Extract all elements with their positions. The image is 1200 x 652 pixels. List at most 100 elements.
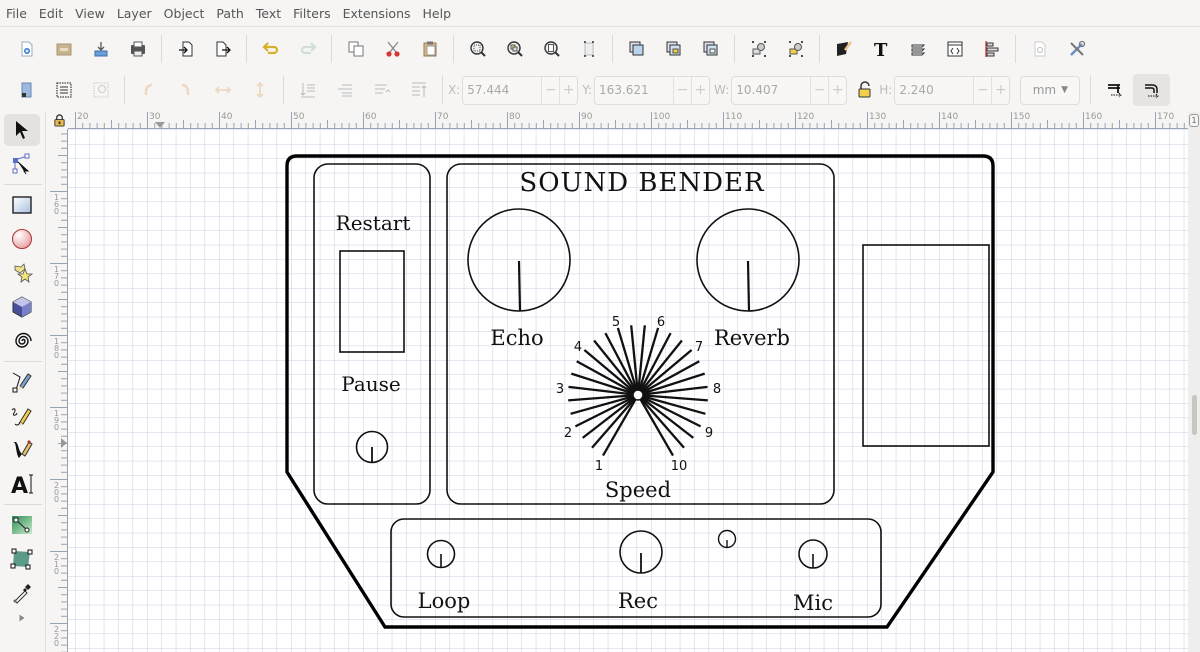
- bottom-control-panel[interactable]: [390, 518, 882, 618]
- node-tool[interactable]: [4, 148, 40, 180]
- guide-lock-button[interactable]: [50, 112, 68, 129]
- loop-knob[interactable]: [426, 539, 456, 569]
- scrollbar-thumb[interactable]: [1192, 395, 1197, 435]
- text-font-button[interactable]: T: [862, 33, 899, 65]
- fill-stroke-button[interactable]: [825, 33, 862, 65]
- device-title[interactable]: SOUND BENDER: [519, 168, 765, 198]
- speed-label[interactable]: Speed: [605, 478, 671, 502]
- paste-button[interactable]: [411, 33, 448, 65]
- scale-corners-toggle[interactable]: [1133, 74, 1171, 106]
- restart-button-shape[interactable]: [339, 250, 405, 353]
- cut-button[interactable]: [374, 33, 411, 65]
- pen-tool[interactable]: [4, 366, 40, 398]
- echo-label[interactable]: Echo: [490, 326, 543, 350]
- raise-to-top-button[interactable]: [400, 74, 437, 106]
- x-increment-button[interactable]: +: [559, 76, 577, 104]
- x-input[interactable]: [463, 83, 542, 97]
- lower-to-bottom-button[interactable]: [289, 74, 326, 106]
- page-indicator-button[interactable]: 1: [1189, 114, 1199, 127]
- y-input[interactable]: [595, 83, 674, 97]
- mic-label[interactable]: Mic: [793, 591, 833, 615]
- y-decrement-button[interactable]: −: [673, 76, 691, 104]
- align-distribute-button[interactable]: [973, 33, 1010, 65]
- display-window[interactable]: [862, 244, 990, 447]
- rectangle-tool[interactable]: [4, 189, 40, 221]
- redo-button[interactable]: [289, 33, 326, 65]
- 3d-box-tool[interactable]: [4, 291, 40, 323]
- new-document-button[interactable]: [8, 33, 45, 65]
- lock-proportions-button[interactable]: [851, 74, 879, 106]
- restart-label[interactable]: Restart: [336, 211, 411, 235]
- dropper-tool[interactable]: [4, 577, 40, 609]
- menu-edit[interactable]: Edit: [38, 5, 64, 21]
- pause-label[interactable]: Pause: [341, 372, 400, 396]
- device-outline[interactable]: [285, 154, 995, 629]
- calligraphy-tool[interactable]: [4, 434, 40, 466]
- zoom-drawing-button[interactable]: [496, 33, 533, 65]
- h-increment-button[interactable]: +: [991, 76, 1009, 104]
- unlink-clone-button[interactable]: [692, 33, 729, 65]
- restart-pause-panel[interactable]: [313, 163, 431, 505]
- undo-button[interactable]: [252, 33, 289, 65]
- selector-tool[interactable]: [4, 114, 40, 146]
- zoom-page-button[interactable]: [533, 33, 570, 65]
- w-input[interactable]: [732, 83, 811, 97]
- h-input[interactable]: [895, 83, 974, 97]
- x-decrement-button[interactable]: −: [541, 76, 559, 104]
- scale-stroke-toggle[interactable]: [1096, 74, 1133, 106]
- flip-horizontal-button[interactable]: [204, 74, 241, 106]
- menu-filters[interactable]: Filters: [293, 5, 331, 21]
- menu-layer[interactable]: Layer: [116, 5, 152, 21]
- rotate-cw-button[interactable]: [167, 74, 204, 106]
- open-button[interactable]: [45, 33, 82, 65]
- ungroup-button[interactable]: [777, 33, 814, 65]
- deselect-button[interactable]: [82, 74, 119, 106]
- menu-help[interactable]: Help: [422, 5, 452, 21]
- layers-button[interactable]: [899, 33, 936, 65]
- mesh-tool[interactable]: [4, 543, 40, 575]
- text-tool[interactable]: A: [4, 468, 40, 500]
- main-control-panel[interactable]: [446, 163, 835, 505]
- spiral-tool[interactable]: [4, 325, 40, 357]
- small-led-knob[interactable]: [717, 529, 737, 549]
- copy-button[interactable]: [337, 33, 374, 65]
- rec-label[interactable]: Rec: [618, 589, 658, 613]
- import-button[interactable]: [167, 33, 204, 65]
- duplicate-button[interactable]: [618, 33, 655, 65]
- export-button[interactable]: [204, 33, 241, 65]
- unit-dropdown[interactable]: mm▼: [1020, 75, 1081, 105]
- more-tools-expander[interactable]: [4, 611, 40, 625]
- rotate-ccw-button[interactable]: [130, 74, 167, 106]
- zoom-width-button[interactable]: [570, 33, 607, 65]
- w-decrement-button[interactable]: −: [810, 76, 828, 104]
- clone-button[interactable]: [655, 33, 692, 65]
- loop-label[interactable]: Loop: [418, 589, 471, 613]
- print-button[interactable]: [119, 33, 156, 65]
- menu-path[interactable]: Path: [216, 5, 244, 21]
- lower-button[interactable]: [326, 74, 363, 106]
- menu-view[interactable]: View: [75, 5, 105, 21]
- gradient-tool[interactable]: [4, 509, 40, 541]
- preferences-button[interactable]: [1058, 33, 1095, 65]
- ellipse-tool[interactable]: [4, 223, 40, 255]
- speed-dial-rays[interactable]: [568, 325, 708, 457]
- zoom-selection-button[interactable]: [459, 33, 496, 65]
- drawing-canvas[interactable]: Restart Pause SOUND BENDER Echo Reverb 1…: [68, 129, 1188, 652]
- menu-file[interactable]: File: [6, 5, 27, 21]
- reverb-label[interactable]: Reverb: [714, 326, 790, 350]
- select-all-layers-button[interactable]: [45, 74, 82, 106]
- star-tool[interactable]: [4, 257, 40, 289]
- pencil-tool[interactable]: [4, 400, 40, 432]
- vertical-scrollbar[interactable]: 1: [1188, 112, 1200, 652]
- raise-button[interactable]: [363, 74, 400, 106]
- flip-vertical-button[interactable]: [241, 74, 278, 106]
- pause-knob[interactable]: [355, 430, 389, 464]
- menu-text[interactable]: Text: [255, 5, 282, 21]
- group-button[interactable]: [740, 33, 777, 65]
- y-increment-button[interactable]: +: [691, 76, 709, 104]
- w-increment-button[interactable]: +: [828, 76, 846, 104]
- h-decrement-button[interactable]: −: [973, 76, 991, 104]
- menu-extensions[interactable]: Extensions: [342, 5, 411, 21]
